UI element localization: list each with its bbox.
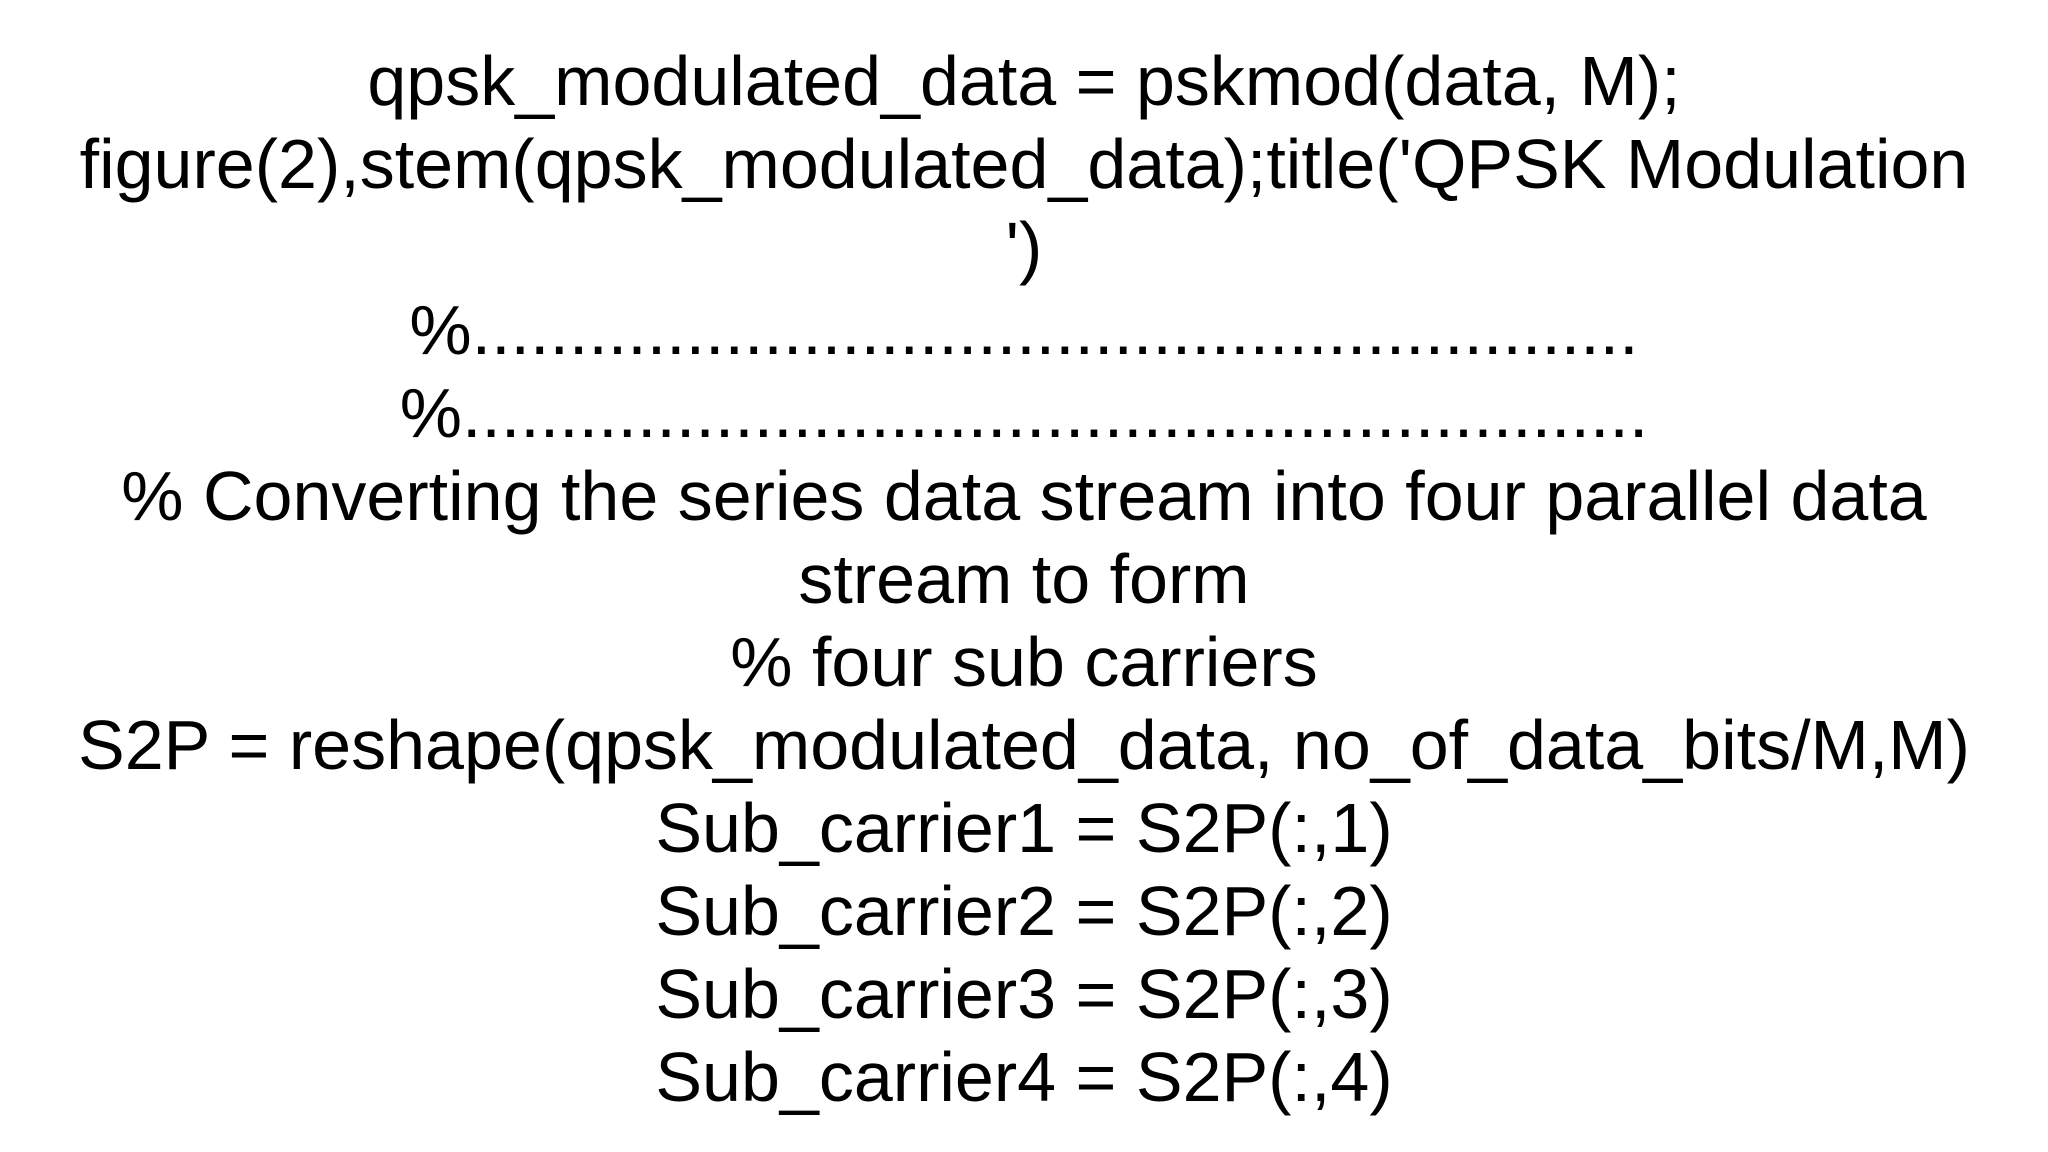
code-line-comment-stream-to-form: stream to form xyxy=(798,540,1250,618)
code-line-comment-separator-1: %.......................................… xyxy=(409,291,1639,369)
code-line-sub-carrier1: Sub_carrier1 = S2P(:,1) xyxy=(655,789,1393,867)
code-line-sub-carrier4: Sub_carrier4 = S2P(:,4) xyxy=(655,1038,1393,1116)
code-line-qpsk-modulated-assignment: qpsk_modulated_data = pskmod(data, M); xyxy=(367,42,1681,120)
code-line-s2p-reshape: S2P = reshape(qpsk_modulated_data, no_of… xyxy=(78,706,1970,784)
code-line-sub-carrier2: Sub_carrier2 = S2P(:,2) xyxy=(655,872,1393,950)
code-line-sub-carrier3: Sub_carrier3 = S2P(:,3) xyxy=(655,955,1393,1033)
code-line-comment-converting: % Converting the series data stream into… xyxy=(121,457,1927,535)
code-line-comment-separator-2: %.......................................… xyxy=(399,374,1649,452)
code-line-title-close: ') xyxy=(1005,208,1043,286)
code-line-figure-stem-title: figure(2),stem(qpsk_modulated_data);titl… xyxy=(79,125,1969,203)
code-line-comment-four-subcarriers: % four sub carriers xyxy=(730,623,1318,701)
